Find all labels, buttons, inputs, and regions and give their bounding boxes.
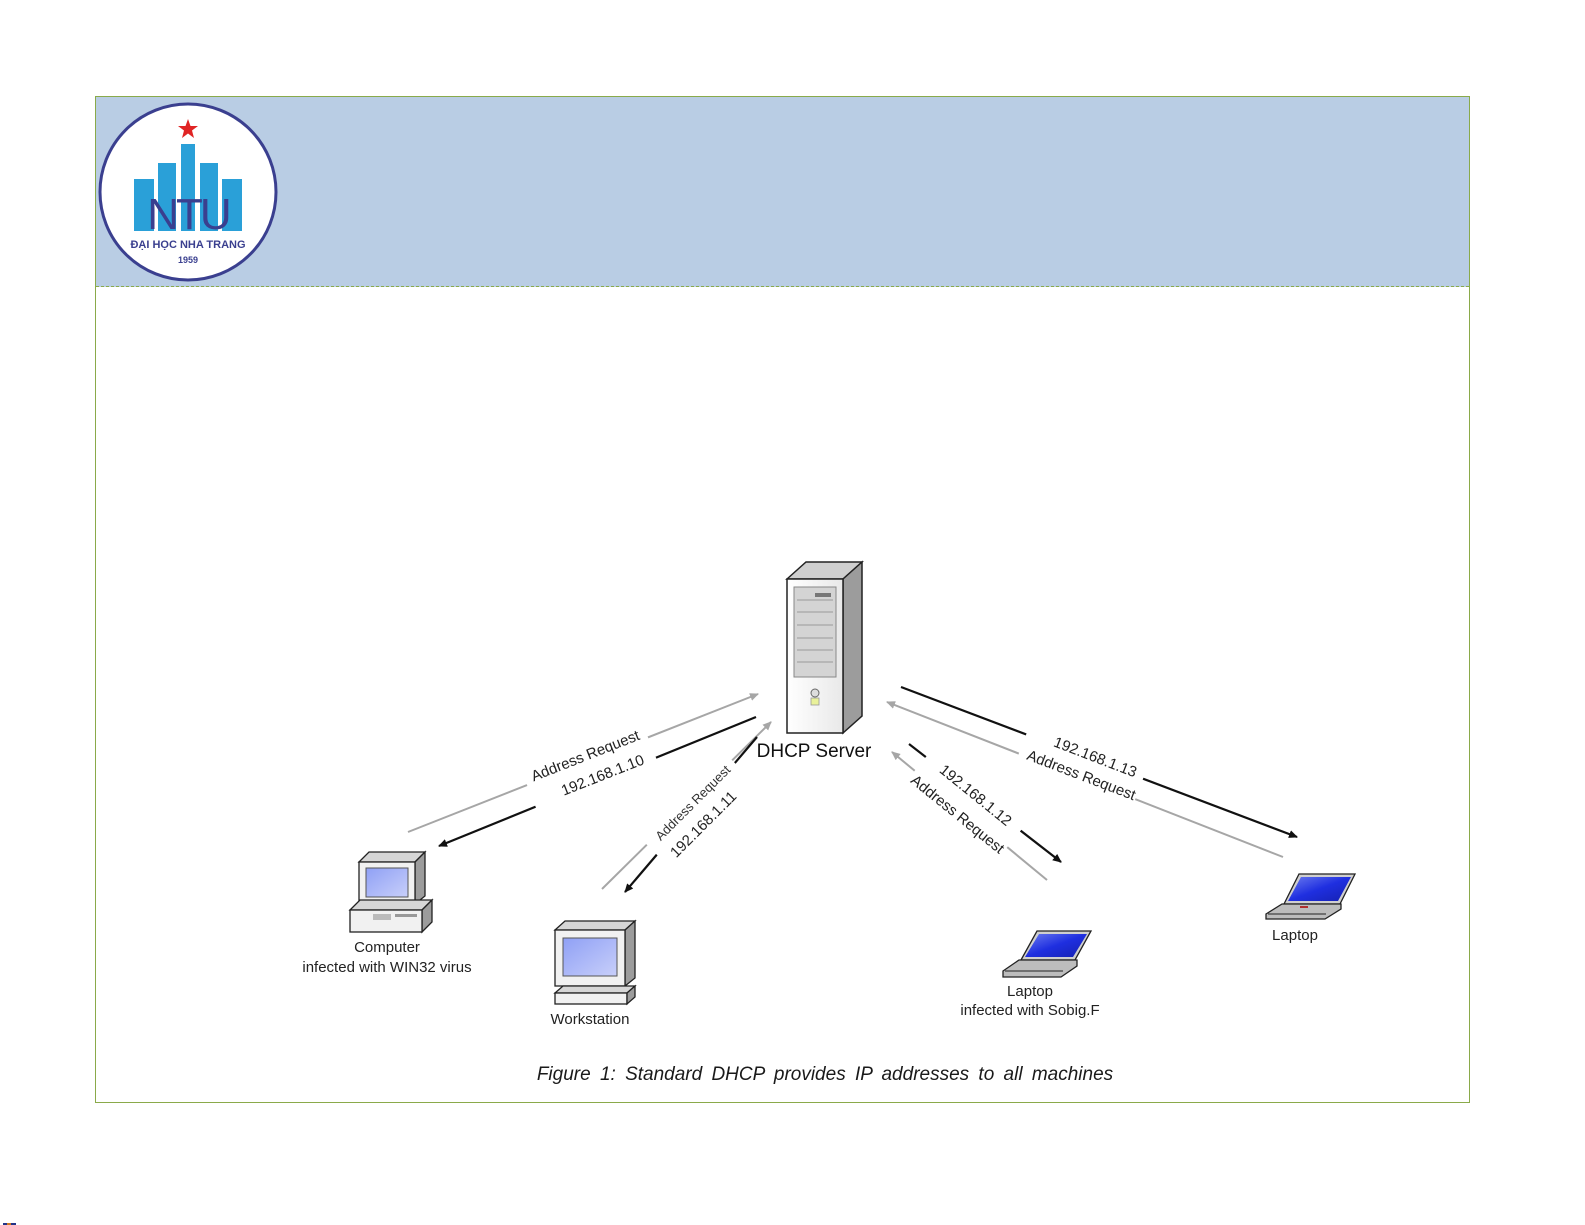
- link-laptop: 192.168.1.13 Address Request: [886, 685, 1298, 858]
- logo-year: 1959: [178, 255, 198, 265]
- figure-caption: Figure 1: Standard DHCP provides IP addr…: [536, 1064, 1114, 1085]
- laptop-infected-sublabel: infected with Sobig.F: [960, 1002, 1099, 1019]
- logo-bar: [158, 163, 176, 231]
- logo-bar: [134, 179, 154, 231]
- workstation-label: Workstation: [551, 1011, 630, 1028]
- corner-mark: [3, 1223, 16, 1225]
- laptop-infected-label: Laptop: [1007, 983, 1053, 1000]
- slide-header: NTU ĐẠI HỌC NHA TRANG 1959: [96, 97, 1469, 287]
- computer-label: Computer: [354, 939, 420, 956]
- logo-name: ĐẠI HỌC NHA TRANG: [130, 239, 245, 251]
- workstation-icon: [553, 919, 637, 1006]
- computer-icon: [348, 850, 434, 934]
- server-icon: [785, 560, 864, 735]
- star-icon: [178, 119, 198, 138]
- laptop-infected-icon: [1002, 930, 1093, 978]
- server-label: DHCP Server: [757, 741, 872, 762]
- logo-acronym: NTU: [147, 190, 229, 239]
- ntu-logo: NTU ĐẠI HỌC NHA TRANG 1959: [98, 102, 278, 282]
- laptop-icon: [1265, 873, 1357, 920]
- laptop-label: Laptop: [1272, 927, 1318, 944]
- logo-bar: [181, 144, 195, 231]
- computer-sublabel: infected with WIN32 virus: [302, 959, 471, 976]
- slide: NTU ĐẠI HỌC NHA TRANG 1959: [95, 96, 1470, 1103]
- logo-bar: [222, 179, 242, 231]
- logo-bar: [200, 163, 218, 231]
